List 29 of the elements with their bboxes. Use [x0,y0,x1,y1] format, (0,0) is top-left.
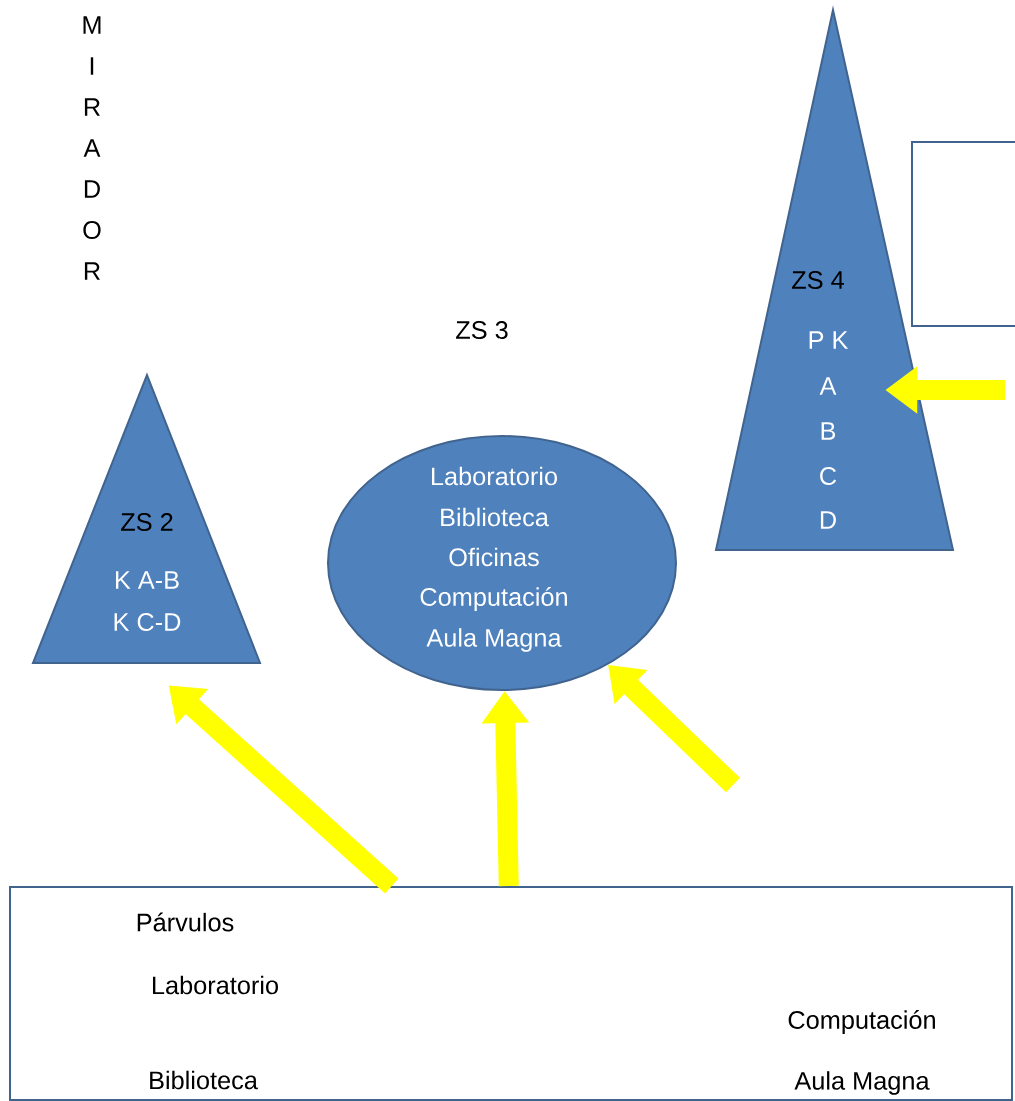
zone-item: C [820,467,837,485]
zone-item: B [821,422,836,440]
zone-item: A [819,377,837,395]
vertical-letter: I [90,57,94,75]
zone-item: K C-D [114,613,181,631]
vertical-letter: O [83,221,101,239]
open-box [911,141,1015,327]
room-label: Párvulos [137,912,234,932]
vertical-letter: A [83,139,101,157]
room-label: Computación [788,1010,935,1034]
vertical-letter: R [84,98,100,116]
vertical-letter: R [84,262,100,280]
vertical-letter: D [84,180,100,198]
zone-item: D [820,511,836,529]
zone-item: Biblioteca [441,507,549,527]
zone-item: Computación [420,587,567,611]
zone-heading: ZS 4 [792,271,844,289]
vertical-letter: M [83,16,101,34]
zone-item: Laboratorio [432,466,557,486]
zone-item: Aula Magna [426,628,562,652]
room-label: Biblioteca [150,1070,258,1090]
room-label: Aula Magna [794,1071,930,1095]
zone-heading: ZS 3 [456,321,508,339]
zone-item: P K [809,331,849,349]
room-label: Laboratorio [153,975,278,995]
zone-item: K A-B [116,571,179,589]
zone-item: Oficinas [449,547,539,567]
block-arrow [608,665,740,793]
zone-heading: ZS 2 [121,513,173,531]
